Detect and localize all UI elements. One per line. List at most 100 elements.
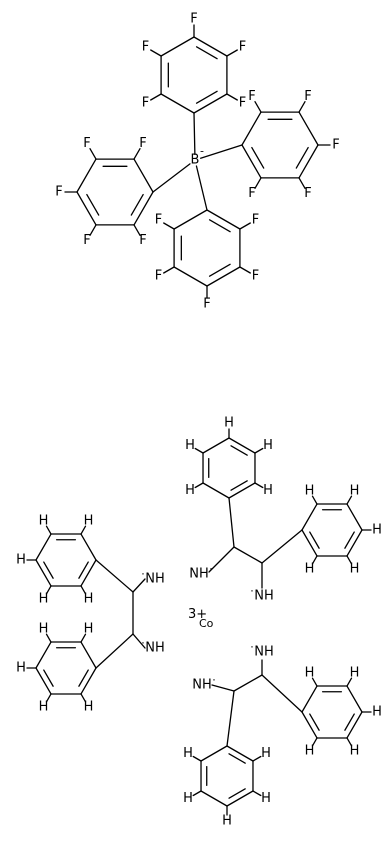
- boron-charge: -: [200, 145, 204, 158]
- fluorine-atom-bond: [133, 148, 141, 160]
- fluorine-atom: F: [252, 269, 259, 284]
- fluorine-atom-bond: [89, 224, 97, 236]
- ligand-left-hydrogen-bond: [45, 525, 52, 535]
- boron-aryl-bond: [195, 165, 208, 211]
- ligand-upper-right-hydrogen: H: [350, 561, 360, 576]
- ligand-lower-right-phenyl-1-bond: [301, 685, 318, 713]
- ligand-lower-right-phenyl-0-bond: [200, 790, 228, 807]
- c6f5-ring-1-double-bond: [251, 146, 265, 169]
- c6f5-ring-2-bond: [133, 191, 154, 226]
- ligand-left-hydrogen: H: [84, 591, 94, 606]
- ligand-upper-right-hydrogen-bond: [311, 555, 318, 565]
- ligand-left-phenyl-0-bond: [35, 533, 52, 561]
- c6f5-ring-0-bond: [160, 93, 195, 114]
- boron-aryl-bond: [152, 163, 191, 193]
- ligand-left-hydrogen: H: [84, 699, 94, 714]
- ligand-lower-right-hydrogen: H: [261, 791, 271, 806]
- ligand-upper-right-amine-dot: ·: [250, 585, 254, 598]
- ligand-upper-right-hydrogen: H: [263, 438, 273, 453]
- ligand-left-phenyl-1-double-bond: [43, 669, 54, 687]
- ligand-left-hydrogen-bond: [45, 693, 52, 703]
- boron-atom: B: [191, 153, 200, 168]
- fluorine-atom: F: [139, 233, 146, 248]
- ligand-lower-right-phenyl-1-double-bond: [344, 713, 355, 731]
- ligand-lower-right-phenyl-0-bond: [200, 745, 228, 762]
- c6f5-ring-3-bond: [173, 266, 208, 287]
- boron-aryl-bond: [193, 112, 196, 156]
- ligand-left-hydrogen: H: [84, 622, 94, 637]
- fluorine-atom: F: [83, 233, 90, 248]
- ligand-lower-right-hydrogen-bond: [311, 737, 318, 747]
- fluorine-atom-bond: [254, 101, 262, 113]
- ligand-upper-right-hydrogen-bond: [194, 482, 204, 489]
- ligand-lower-right-cn-bond: [211, 684, 235, 692]
- ligand-left-hydrogen: H: [39, 622, 49, 637]
- fluorine-atom: F: [83, 136, 90, 151]
- fluorine-atom-bond: [89, 148, 97, 160]
- ligand-upper-right-hydrogen-bond: [254, 482, 264, 489]
- fluorine-atom-bond: [254, 177, 262, 189]
- ligand-upper-right-hydrogen-bond: [346, 555, 353, 565]
- c6f5-ring-0-bond: [193, 36, 228, 57]
- fluorine-atom-bond: [150, 93, 162, 101]
- ligand-lower-right-hydrogen-bond: [346, 677, 353, 687]
- ligand-upper-right-hydrogen-bond: [254, 447, 264, 454]
- ligand-left-phenyl-1-bond: [35, 641, 52, 669]
- ligand-lower-right-phenyl-0-double-bond: [228, 753, 246, 764]
- ligand-lower-right-hydrogen: H: [183, 791, 193, 806]
- fluorine-atom: F: [155, 269, 162, 284]
- ligand-left-hydrogen: H: [16, 661, 26, 676]
- fluorine-atom: F: [190, 12, 197, 27]
- c6f5-ring-0-double-bond: [195, 46, 218, 60]
- ligand-upper-right-phenyl-0-bond: [228, 437, 256, 454]
- bond-layer: [26, 24, 372, 816]
- ligand-upper-right-phenyl-1-double-bond: [309, 531, 320, 549]
- ligand-lower-right-phenyl-1-bond: [346, 685, 363, 713]
- c6f5-ring-2-bond: [133, 158, 154, 193]
- fluorine-atom-bond: [298, 177, 306, 189]
- ligand-upper-right-phenyl-1-bond: [301, 529, 318, 557]
- ligand-lower-right-hydrogen-bond: [192, 790, 202, 797]
- fluorine-atom: F: [252, 213, 259, 228]
- c6f5-ring-2-bond: [76, 191, 97, 226]
- ligand-left-cn-bond: [132, 578, 146, 593]
- ligand-left-hydrogen-bond: [80, 525, 87, 535]
- cobalt-center: 3+ Co: [188, 607, 214, 630]
- ligand-lower-right-hydrogen: H: [305, 666, 315, 681]
- fluorine-atom: F: [203, 297, 210, 312]
- c6f5-ring-1-double-bond: [295, 146, 309, 169]
- c6f5-ring-0-bond: [160, 36, 195, 57]
- ligand-upper-right-phenyl-1-bond: [301, 503, 318, 531]
- fluorine-atom: F: [304, 89, 311, 104]
- ligand-upper-right-phenyl-1-bond: [346, 503, 363, 531]
- c6f5-ring-1-bond: [298, 144, 319, 179]
- ligand-left-aryl-bond: [95, 559, 134, 593]
- fluorine-atom-bond: [226, 93, 238, 101]
- ligand-upper-right-aryl-bond: [261, 529, 303, 564]
- ligand-upper-right-hydrogen-bond: [311, 495, 318, 505]
- ligand-left-phenyl-0-bond: [80, 559, 97, 587]
- ligand-left-hydrogen-bond: [45, 633, 52, 643]
- ligand-upper-right-hydrogen: H: [372, 523, 382, 538]
- fluorine-atom-bond: [150, 49, 162, 57]
- c6f5-ring-2-double-bond: [130, 193, 144, 216]
- ligand-upper-right-aryl-bond: [228, 497, 235, 548]
- ligand-left-phenyl-1-bond: [35, 667, 52, 695]
- ligand-left-phenyl-0-bond: [35, 559, 52, 587]
- ligand-upper-right-cn-bond: [208, 546, 235, 573]
- ligand-upper-right-hydrogen: H: [224, 416, 234, 431]
- ligand-lower-right-aryl-bond: [226, 690, 235, 747]
- ligand-lower-right-hydrogen-bond: [252, 755, 262, 762]
- ligand-left-phenyl-1-double-bond: [78, 669, 89, 687]
- ligand-lower-right-hydrogen-bond: [192, 755, 202, 762]
- ligand-left-phenyl-1-bond: [80, 667, 97, 695]
- ligand-upper-right-phenyl-0-bond: [228, 482, 256, 499]
- ligand-left-hydrogen: H: [16, 553, 26, 568]
- fluorine-atom: F: [142, 40, 149, 55]
- c6f5-ring-0-double-bond: [195, 90, 218, 104]
- fluorine-atom: F: [248, 89, 255, 104]
- fluorine-atom-bond: [163, 222, 175, 230]
- ligand-lower-right-hydrogen: H: [350, 666, 360, 681]
